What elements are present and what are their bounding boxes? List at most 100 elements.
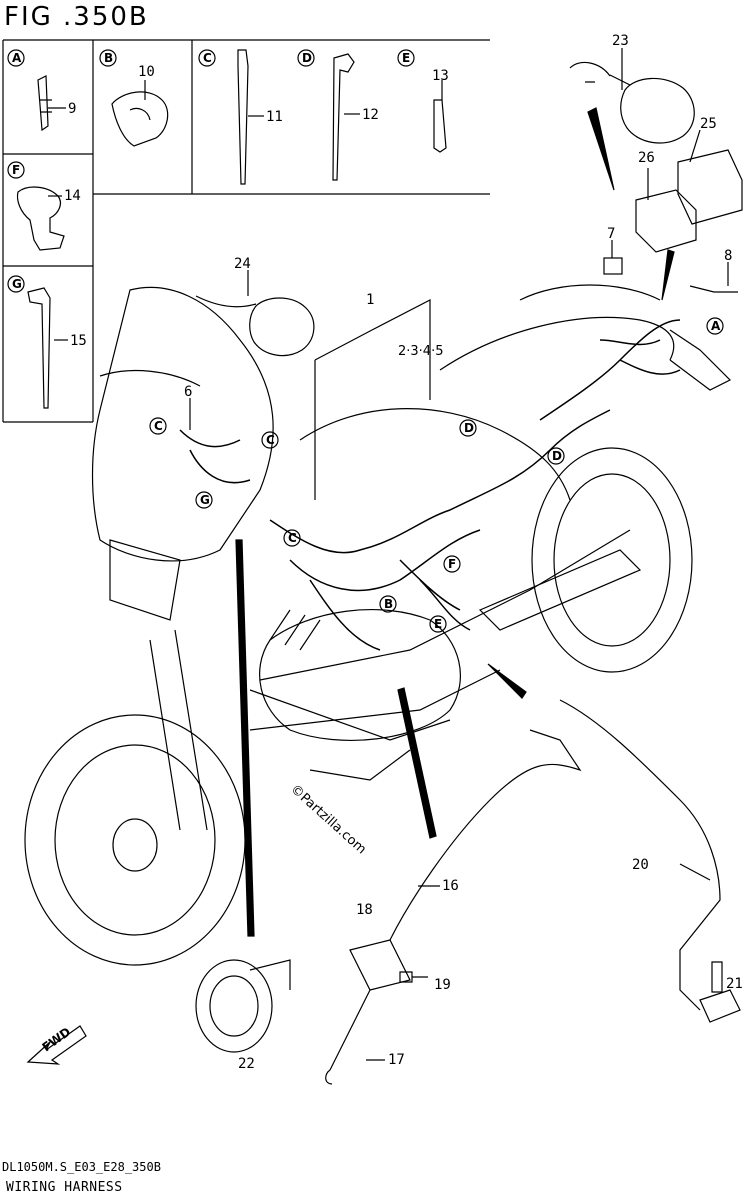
tie-15-shape [27, 287, 51, 409]
callout-circle-e [429, 615, 447, 633]
inset-letter-b: B [104, 51, 113, 65]
front-fairing [91, 286, 274, 562]
main-wiring-harness [179, 319, 681, 651]
label-11: 11 [266, 109, 283, 125]
part-7-shape [603, 257, 623, 275]
inset-circle-d [297, 49, 315, 67]
motorcycle-outline [24, 284, 732, 966]
headlight [109, 539, 181, 621]
label-9: 9 [68, 101, 76, 117]
callout-circle-a [706, 317, 724, 335]
part-8-shape [689, 285, 738, 293]
label-22: 22 [238, 1056, 255, 1072]
pointer-22 [235, 539, 255, 937]
inset-letter-d: D [302, 51, 312, 65]
label-7: 7 [607, 226, 615, 242]
tie-12-shape [332, 53, 355, 181]
callout-circle-d1 [459, 419, 477, 437]
part-26-shape [635, 189, 697, 253]
sensor-20-head [699, 989, 741, 1023]
pointer-20 [487, 663, 527, 699]
part-24-shape [249, 297, 315, 357]
label-8: 8 [724, 248, 732, 264]
inset-letter-f: F [12, 163, 20, 177]
figure-title: FIG .350B [4, 2, 149, 32]
clamp-10-shape [111, 91, 169, 147]
label-16: 16 [442, 878, 459, 894]
inset-grid [2, 39, 490, 423]
label-1: 1 [366, 292, 374, 308]
swingarm [478, 549, 642, 631]
callout-b: B [384, 597, 393, 611]
bolt-21 [711, 961, 723, 993]
label-10: 10 [138, 64, 155, 80]
callout-a: A [711, 319, 721, 333]
inset-circle-a [7, 49, 25, 67]
label-18: 18 [356, 902, 373, 918]
callout-c2: C [266, 433, 275, 447]
label-2-3-4-5: 2·3·4·5 [398, 344, 443, 359]
watermark: ©Partzilla.com [287, 782, 369, 858]
inset-circle-g [7, 275, 25, 293]
label-17: 17 [388, 1052, 405, 1068]
pointer-16 [397, 687, 437, 839]
label-25: 25 [700, 116, 717, 132]
clamp-14-shape [16, 186, 65, 251]
inset-circle-e [397, 49, 415, 67]
label-19: 19 [434, 977, 451, 993]
fwd-arrow [26, 1025, 87, 1065]
callout-circle-c3 [283, 529, 301, 547]
tie-11-shape [237, 49, 249, 185]
callout-circle-c2 [261, 431, 279, 449]
label-26: 26 [638, 150, 655, 166]
inset-circle-f [7, 161, 25, 179]
pointer-23 [587, 107, 615, 191]
callout-circle-d2 [547, 447, 565, 465]
seat [439, 316, 675, 371]
fwd-label: FWD [40, 1025, 74, 1055]
callout-circle-b [379, 595, 397, 613]
callout-circle-g [195, 491, 213, 509]
horn-22 [195, 959, 273, 1053]
inset-letter-a: A [12, 51, 22, 65]
front-wheel [24, 714, 246, 966]
callout-f: F [448, 557, 456, 571]
footer-code: DL1050M.S_E03_E28_350B [2, 1160, 161, 1174]
callout-d1: D [464, 421, 474, 435]
callout-c3: C [288, 531, 297, 545]
inset-letter-g: G [12, 277, 22, 291]
label-12: 12 [362, 107, 379, 123]
label-23: 23 [612, 33, 629, 49]
engine [259, 608, 461, 742]
clamp-13-shape [433, 99, 447, 153]
fuel-tank [299, 408, 571, 501]
callout-g: G [200, 493, 210, 507]
callout-e: E [434, 617, 442, 631]
frame [249, 529, 631, 731]
bracket-18 [349, 939, 411, 991]
footer-title: WIRING HARNESS [6, 1180, 123, 1195]
inset-letter-e: E [402, 51, 410, 65]
clamp-9-shape [37, 75, 52, 132]
inset-circle-c [198, 49, 216, 67]
callout-c1: C [154, 419, 163, 433]
label-24: 24 [234, 256, 251, 272]
callout-d2: D [552, 449, 562, 463]
pointer-26 [661, 249, 675, 301]
callout-circle-c1 [149, 417, 167, 435]
spring-17 [325, 989, 371, 1085]
bolt-19 [399, 971, 428, 983]
callout-circle-f [443, 555, 461, 573]
label-6: 6 [184, 384, 192, 400]
label-15: 15 [70, 333, 87, 349]
inset-letter-c: C [203, 51, 212, 65]
rear-wheel [531, 447, 693, 673]
sensor-16-lead [389, 729, 582, 941]
label-13: 13 [432, 68, 449, 84]
label-14: 14 [64, 188, 81, 204]
part-23-shape [620, 77, 695, 144]
inset-circle-b [99, 49, 117, 67]
part-25-shape [677, 149, 743, 225]
cable-20 [559, 699, 721, 1011]
